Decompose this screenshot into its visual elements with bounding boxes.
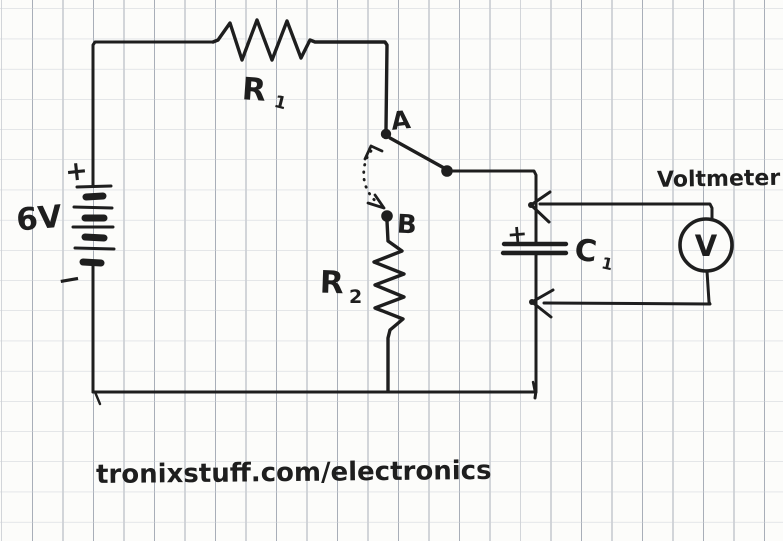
battery-minus-label: − — [55, 261, 84, 298]
toggle-arrowhead-top — [363, 144, 384, 161]
capacitor-c1-subscript: 1 — [600, 253, 615, 274]
battery-long-plate — [72, 205, 114, 210]
battery-symbol — [71, 184, 116, 267]
probe-wire-top — [538, 202, 714, 221]
battery-short-plate — [79, 258, 105, 267]
resistor-r1-label: R — [241, 71, 267, 109]
battery-short-plate — [82, 192, 107, 201]
junction-dots — [380, 128, 535, 305]
resistor-r2-symbol — [372, 219, 406, 393]
battery-plus-label: + — [64, 155, 90, 188]
toggle-arrowhead-bottom — [366, 193, 386, 210]
circuit-ink — [71, 18, 734, 406]
pen-tick-bottom-right — [531, 380, 537, 394]
voltmeter-caption: Voltmeter — [657, 166, 781, 193]
battery-voltage-label: 6V — [15, 199, 64, 239]
pen-tick-bottom-left — [93, 390, 102, 406]
voltmeter-probes — [529, 190, 714, 319]
battery-long-plate — [75, 184, 113, 189]
probe-arrow-bottom — [530, 288, 555, 319]
battery-short-plate — [81, 233, 108, 242]
resistor-r2-subscript: 2 — [349, 286, 362, 308]
switch-lever — [388, 136, 446, 170]
capacitor-plus-label: + — [506, 219, 528, 249]
resistor-r2-label: R — [319, 264, 344, 301]
probe-tip-top-dot — [528, 202, 534, 208]
resistor-r1-symbol — [211, 18, 389, 131]
switch-terminal-b-dot — [381, 210, 393, 222]
voltmeter-dial-letter: V — [695, 229, 718, 263]
wire-capacitor-to-bottom-rail — [533, 253, 538, 400]
probe-wire-bottom — [542, 269, 712, 306]
wire-battery-to-r1 — [91, 40, 215, 188]
capacitor-c1-label: C — [573, 233, 599, 270]
battery-long-plate — [73, 246, 116, 251]
switch-pivot-dot — [441, 165, 453, 177]
switch-terminal-a-dot — [380, 128, 392, 140]
switch-position-b-label: B — [396, 209, 417, 240]
switch-position-a-label: A — [390, 105, 413, 136]
voltmeter-circle — [678, 217, 734, 273]
resistor-r1-subscript: 1 — [272, 92, 288, 114]
probe-tip-bottom-dot — [529, 299, 535, 305]
website-caption: tronixstuff.com/electronics — [96, 456, 492, 490]
switch-toggle-arrow — [362, 144, 386, 210]
handwritten-labels: 6V + − R 1 R 2 A B + C 1 Voltmeter V tro… — [15, 71, 781, 490]
probe-arrow-top — [529, 190, 552, 224]
